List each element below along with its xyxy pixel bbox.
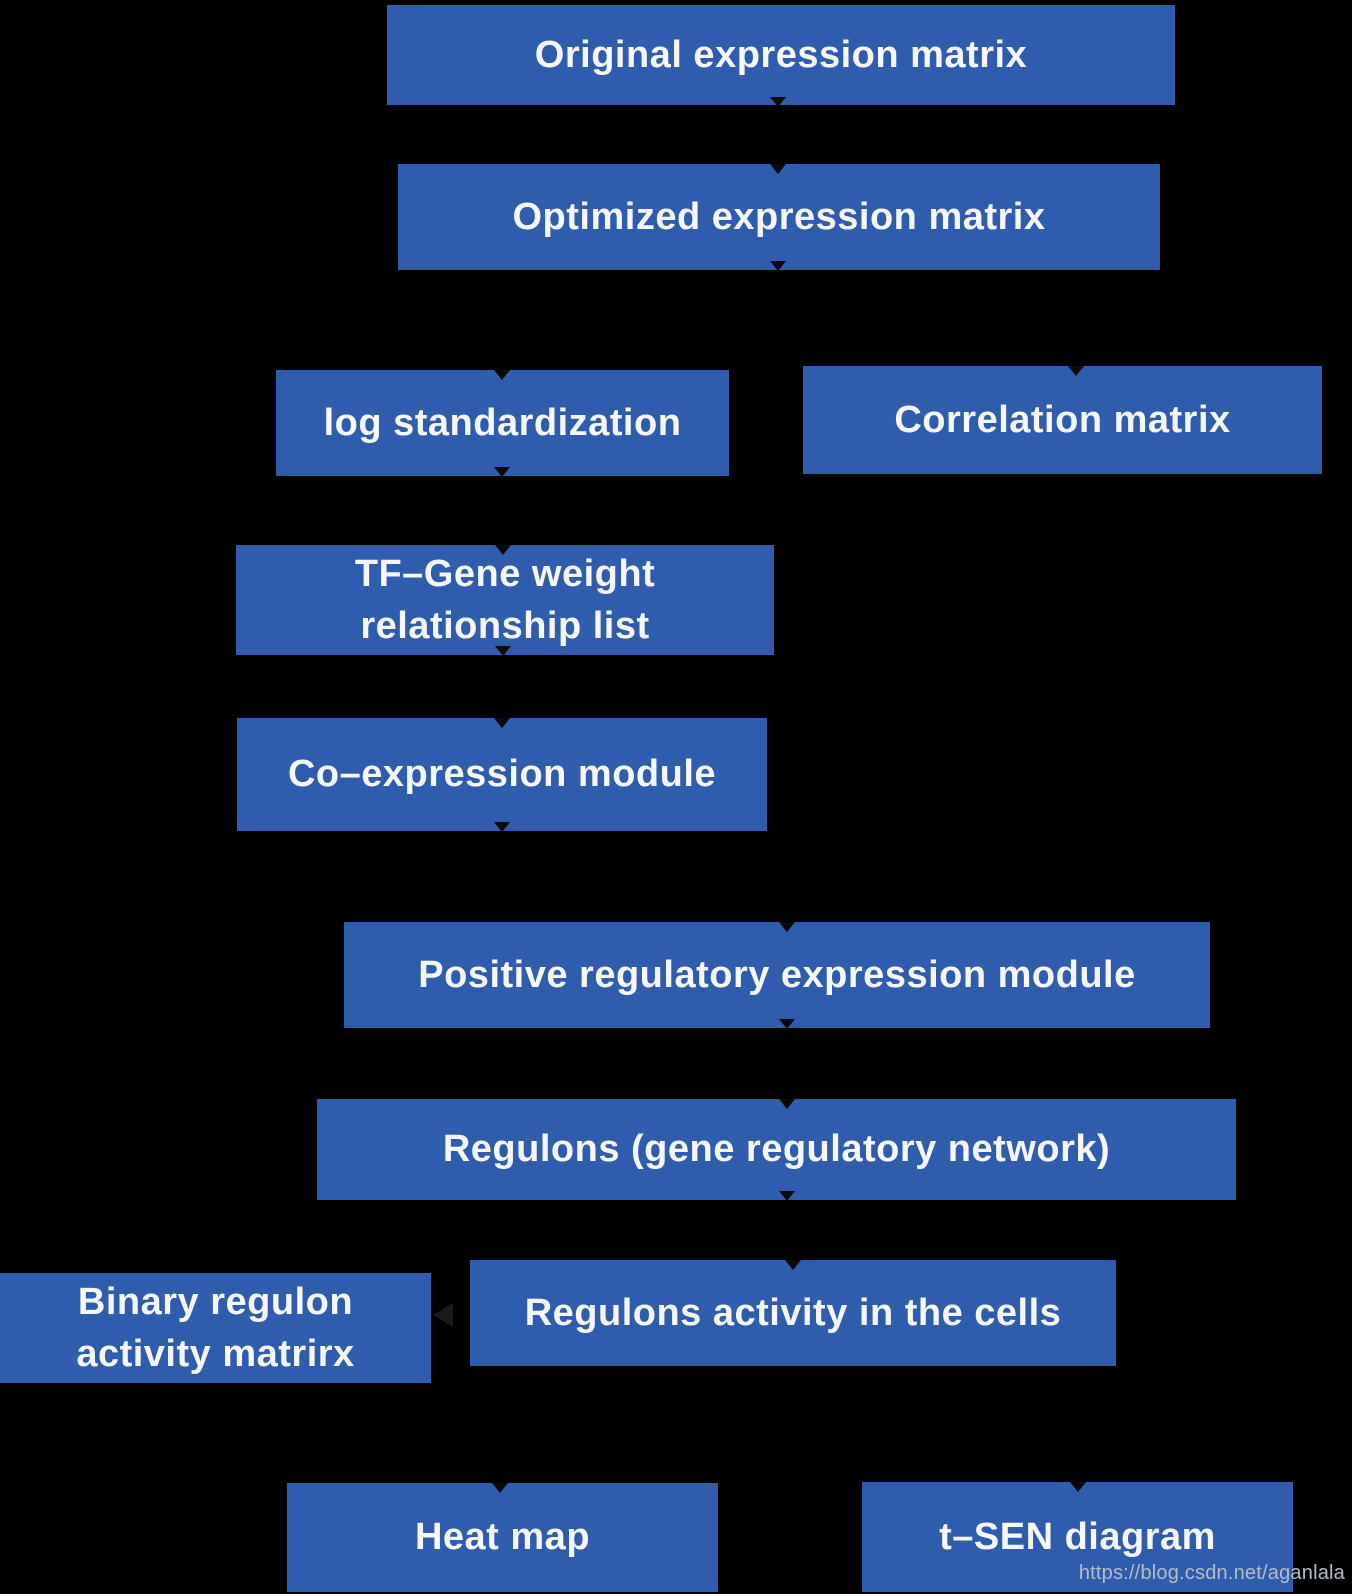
arrow-remnant bbox=[785, 1260, 801, 1270]
node-positive-regulatory-module: Positive regulatory expression module bbox=[344, 922, 1210, 1028]
arrowhead-left-icon bbox=[433, 1303, 453, 1327]
arrow-remnant bbox=[779, 1099, 795, 1109]
arrow-remnant bbox=[494, 718, 510, 728]
arrow-remnant bbox=[770, 261, 786, 271]
arrow-remnant bbox=[495, 545, 511, 555]
arrow-remnant bbox=[770, 164, 786, 174]
arrow-remnant bbox=[779, 922, 795, 932]
node-co-expression-module: Co–expression module bbox=[237, 718, 767, 831]
arrow-remnant bbox=[494, 822, 510, 832]
arrow-remnant bbox=[1068, 366, 1084, 376]
arrow-remnant bbox=[494, 467, 510, 477]
node-log-standardization: log standardization bbox=[276, 370, 729, 476]
node-t-sen-diagram: t–SEN diagram bbox=[862, 1482, 1293, 1592]
arrow-remnant bbox=[770, 97, 786, 107]
node-tf-gene-weight-list: TF–Gene weight relationship list bbox=[236, 545, 774, 655]
node-original-expression-matrix: Original expression matrix bbox=[387, 5, 1175, 105]
arrow-remnant bbox=[495, 646, 511, 656]
watermark-url: https://blog.csdn.net/aganlala bbox=[1078, 1562, 1345, 1584]
arrow-remnant bbox=[492, 1483, 508, 1493]
node-optimized-expression-matrix: Optimized expression matrix bbox=[398, 164, 1160, 270]
node-correlation-matrix: Correlation matrix bbox=[803, 366, 1322, 474]
arrow-remnant bbox=[779, 1191, 795, 1201]
arrow-remnant bbox=[1070, 1482, 1086, 1492]
node-regulons-network: Regulons (gene regulatory network) bbox=[317, 1099, 1236, 1200]
node-heat-map: Heat map bbox=[287, 1483, 718, 1592]
arrow-remnant bbox=[779, 1019, 795, 1029]
arrow-remnant bbox=[494, 370, 510, 380]
node-binary-regulon-matrix: Binary regulon activity matrirx bbox=[0, 1273, 431, 1383]
node-regulons-activity: Regulons activity in the cells bbox=[470, 1260, 1116, 1366]
